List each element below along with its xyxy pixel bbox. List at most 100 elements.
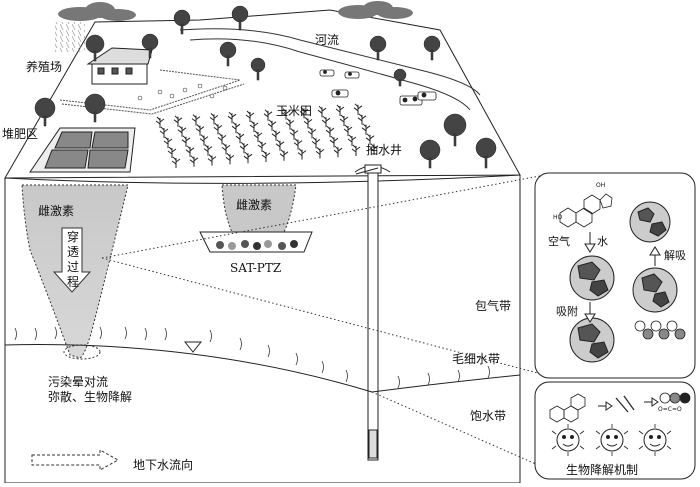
corn-plant-icon [155,116,165,128]
corn-plant-icon [315,147,325,159]
label-desorption: 解吸 [664,249,686,262]
corn-plant-icon [307,127,317,139]
co2-molecule-icon [659,392,691,404]
corn-plant-icon [159,126,169,138]
corn-plant-icon [361,123,371,135]
label-vadose-zone: 包气带 [475,299,512,313]
corn-plant-icon [335,104,345,116]
compost-pits [29,127,136,173]
soil-particle-icons [569,201,678,363]
label-ho: HO [553,214,563,221]
corn-plant-icon [221,143,231,155]
corn-plant-icon [353,103,363,115]
corn-plant-icon [239,141,249,154]
label-farm: 养殖场 [26,60,63,74]
capillary-fringe [14,326,490,389]
corn-plant-icon [311,137,321,149]
corn-plant-icon [289,128,299,140]
label-oh: OH [596,182,606,189]
corn-plant-icon [173,115,183,127]
cow-icons [319,69,437,106]
corn-plant-icon [185,145,195,157]
corn-plant-icon [163,136,173,148]
corn-plant-icon [167,146,177,158]
corn-plant-icon [171,156,181,168]
corn-plant-icon [213,123,223,135]
corn-plant-icon [303,117,313,129]
corn-plant-icon [293,138,303,150]
corn-plant-icon [321,115,331,128]
label-well: 抽水井 [366,143,403,157]
corn-plant-icon [181,135,191,147]
corn-plant-icon [231,121,241,134]
label-gw-flow: 地下水流向 [133,458,194,472]
corn-plant-icon [329,135,339,148]
label-water: 水 [597,235,608,248]
water-table-line [4,344,521,393]
label-sat-ptz: SAT-PTZ [230,261,282,275]
corn-plant-icon [217,133,227,145]
penetration-arrow-icon [52,227,92,293]
corn-plant-icon [271,129,281,141]
label-penetration: 穿透过程 [66,230,79,289]
estrogen-plume-mid [221,184,297,233]
corn-plant-icon [199,134,209,146]
corn-plant-icon [299,107,309,119]
corn-plant-icon [235,131,245,144]
label-plume: 污染晕对流 弥散、生物降解 [48,375,133,404]
corn-plant-icon [249,120,259,132]
label-capillary-zone: 毛细水带 [452,352,501,366]
label-estrogen-left: 雌激素 [38,204,75,218]
corn-plant-icon [365,133,375,145]
label-estrogen-mid: 雌激素 [236,198,273,212]
corn-plant-icon [209,113,219,125]
corn-plant-icon [343,124,353,136]
label-air: 空气 [548,235,570,248]
corn-plant-icon [339,114,349,126]
chicken-icons [137,83,228,101]
label-adsorption: 吸附 [556,305,578,318]
label-compost: 堆肥区 [2,127,39,141]
corn-plants [155,103,379,168]
corn-plant-icon [263,109,273,121]
gw-flow-arrow-icon [31,449,120,471]
label-river: 河流 [315,33,340,47]
corn-plant-icon [275,139,285,151]
tree-icons [34,5,497,169]
corn-plant-icon [189,155,199,167]
cloud-icon [58,1,413,21]
fragment-icons [615,395,635,413]
corn-plant-icon [257,140,267,152]
farmhouse-icon [86,47,153,85]
bacteria-icons [556,428,667,452]
corn-plant-icon [347,134,357,146]
rain [55,22,85,52]
corn-plant-icon [195,124,205,136]
corn-plant-icon [333,145,343,158]
corn-plant-icon [357,113,367,125]
label-corn-field: 玉米田 [276,104,313,118]
corn-plant-icon [281,108,291,120]
corn-plant-icon [261,150,271,162]
corn-plant-icon [245,110,255,122]
corn-plant-icon [267,119,277,131]
well-icon [354,164,391,461]
corn-plant-icon [325,125,335,138]
label-co2: O=C=O [658,406,682,413]
degradation-molecule-icon [549,393,586,423]
corn-plant-icon [297,148,307,160]
panel-arrows [584,232,661,323]
corn-plant-icon [369,143,379,155]
steroid-molecule-icon [559,193,613,228]
corn-plant-icon [285,118,295,130]
corn-plant-icon [253,130,263,142]
label-saturated-zone: 饱水带 [470,409,507,423]
label-biodegradation: 生物降解机制 [566,463,639,477]
corn-plant-icon [177,125,187,137]
corn-plant-icon [203,144,213,156]
corn-plant-icon [227,111,237,124]
corn-plant-icon [317,105,327,118]
corn-plant-icon [191,114,201,126]
